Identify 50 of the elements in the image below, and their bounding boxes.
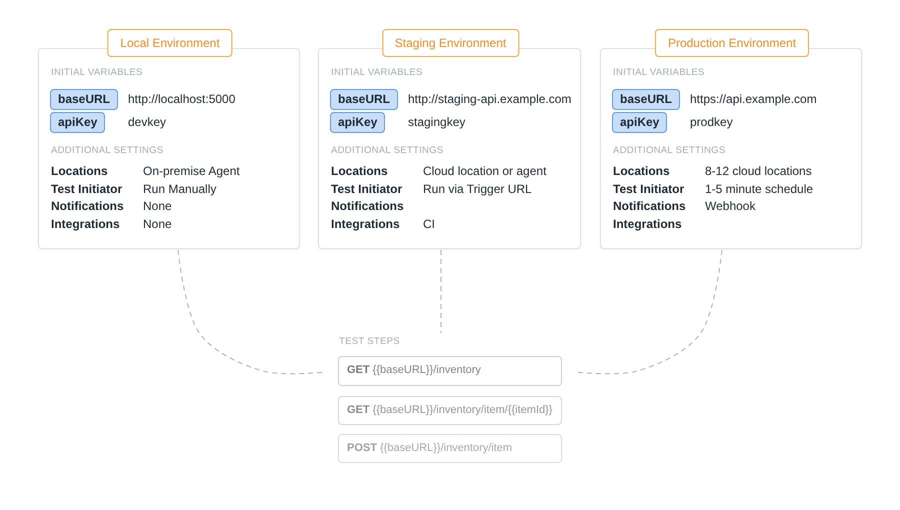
section-heading: TEST STEPS: [339, 336, 400, 347]
setting-name: Test Initiator: [51, 182, 122, 196]
section-heading: ADDITIONAL SETTINGS: [51, 145, 164, 156]
setting-value: Run via Trigger URL: [423, 182, 532, 196]
setting-name: Integrations: [331, 217, 400, 232]
dashed-connector: [576, 250, 722, 374]
setting-value: Cloud location or agent: [423, 164, 546, 178]
setting-value: On-premise Agent: [143, 164, 240, 178]
variable-value: https://api.example.com: [690, 91, 817, 108]
environment-title: Staging Environment: [382, 29, 520, 57]
section-heading: ADDITIONAL SETTINGS: [331, 145, 444, 156]
variable-tag: baseURL: [50, 89, 118, 110]
section-heading: INITIAL VARIABLES: [51, 67, 143, 78]
variable-tag: apiKey: [612, 112, 668, 133]
section-heading: INITIAL VARIABLES: [331, 67, 423, 78]
setting-value: 1-5 minute schedule: [705, 182, 814, 196]
request-step: GET {{baseURL}}/inventory/item/{{itemId}}: [338, 396, 562, 425]
setting-name: Test Initiator: [613, 182, 684, 196]
request-step: GET {{baseURL}}/inventory: [338, 356, 562, 386]
setting-value: None: [143, 199, 172, 214]
setting-name: Integrations: [51, 217, 120, 232]
setting-name: Notifications: [51, 199, 124, 214]
setting-name: Notifications: [613, 199, 686, 214]
variable-value: http://staging-api.example.com: [408, 91, 572, 108]
setting-value: Webhook: [705, 199, 756, 214]
variable-tag: baseURL: [612, 89, 680, 110]
variable-value: devkey: [128, 114, 166, 131]
setting-value: 8-12 cloud locations: [705, 164, 812, 178]
setting-name: Locations: [51, 164, 108, 178]
setting-name: Integrations: [613, 217, 682, 232]
setting-name: Locations: [613, 164, 670, 178]
setting-value: CI: [423, 217, 435, 232]
section-heading: ADDITIONAL SETTINGS: [613, 145, 726, 156]
environment-title: Local Environment: [107, 29, 233, 57]
setting-name: Test Initiator: [331, 182, 402, 196]
setting-name: Notifications: [331, 199, 404, 214]
environment-title: Production Environment: [654, 29, 810, 57]
variable-tag: baseURL: [330, 89, 398, 110]
section-heading: INITIAL VARIABLES: [613, 67, 705, 78]
variable-value: http://localhost:5000: [128, 91, 236, 108]
request-step: POST {{baseURL}}/inventory/item: [338, 434, 562, 463]
variable-tag: apiKey: [330, 112, 386, 133]
dashed-connector: [178, 250, 324, 374]
dashed-connector: [440, 250, 442, 334]
variable-tag: apiKey: [50, 112, 106, 133]
variable-value: stagingkey: [408, 114, 466, 131]
variable-value: prodkey: [690, 114, 733, 131]
setting-name: Locations: [331, 164, 388, 178]
setting-value: None: [143, 217, 172, 232]
setting-value: Run Manually: [143, 182, 216, 196]
